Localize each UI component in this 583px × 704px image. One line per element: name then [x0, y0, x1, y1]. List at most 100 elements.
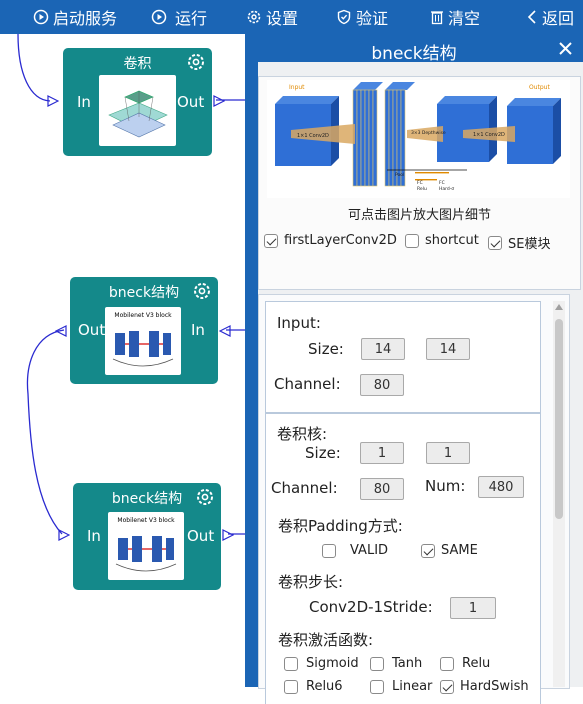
run-button[interactable]: 运行 — [151, 0, 207, 34]
bneck-diagram-image[interactable]: Input Output — [267, 80, 570, 198]
bneck-node[interactable]: bneck结构 Out In Mobilenet V3 block — [70, 277, 218, 384]
back-button[interactable]: 返回 — [526, 0, 574, 34]
chevron-left-icon — [527, 10, 536, 24]
input-section: Input: Size: 14 14 Channel: 80 — [265, 301, 541, 413]
node-title: bneck结构 — [111, 491, 183, 507]
checkbox-label: Relu — [462, 656, 491, 671]
property-panel: bneck结构 Input Output — [245, 34, 583, 704]
settings-button[interactable]: 设置 — [246, 0, 298, 34]
padding-same-checkbox[interactable]: SAME — [421, 543, 478, 558]
gear-icon[interactable] — [195, 487, 215, 507]
size-label: Size: — [308, 340, 344, 358]
se-module-checkbox[interactable]: SE模块 — [488, 233, 550, 252]
start-service-label: 启动服务 — [53, 9, 118, 28]
node-out-port[interactable]: Out — [187, 527, 215, 545]
node-out-port[interactable]: Out — [78, 321, 106, 339]
checkbox-label: SAME — [441, 543, 478, 558]
bneck-thumbnail: Mobilenet V3 block — [105, 307, 181, 375]
start-service-button[interactable]: 启动服务 — [33, 0, 117, 34]
node-in-port[interactable]: In — [87, 527, 101, 545]
diagram-input-label: Input — [289, 84, 305, 91]
checkbox-label: Sigmoid — [306, 656, 359, 671]
padding-title: 卷积Padding方式: — [278, 517, 403, 535]
checkbox-icon[interactable] — [284, 656, 298, 671]
top-toolbar: 启动服务 运行 设置 验证 清空 返回 — [0, 0, 583, 34]
checkbox-checked-icon[interactable] — [264, 233, 278, 248]
panel-title: bneck结构 — [371, 44, 457, 64]
checkbox-icon[interactable] — [370, 656, 384, 671]
scroll-up-icon[interactable] — [555, 304, 563, 310]
play-icon — [151, 9, 167, 25]
checkbox-label: shortcut — [425, 233, 479, 248]
diagram-box: Input Output — [258, 76, 581, 290]
power-icon — [33, 9, 49, 25]
trash-icon — [431, 11, 443, 25]
kernel-size-height-field[interactable]: 1 — [426, 442, 470, 464]
node-in-port[interactable]: In — [191, 321, 205, 339]
bneck-node[interactable]: bneck结构 In Out Mobilenet V3 block — [73, 483, 221, 590]
close-icon[interactable] — [558, 41, 573, 56]
params-form: Input: Size: 14 14 Channel: 80 卷积核: Size… — [258, 294, 570, 704]
checkbox-icon[interactable] — [405, 233, 419, 248]
port-arrow-icon[interactable] — [213, 95, 225, 107]
diagram-step-label: Relu — [417, 186, 427, 192]
scrollbar-thumb[interactable] — [555, 319, 563, 519]
input-channel-field[interactable]: 80 — [360, 374, 404, 396]
diagram-step-label: 3×3 Depthwise — [411, 130, 446, 136]
gear-icon[interactable] — [186, 52, 206, 72]
checkbox-label: VALID — [350, 543, 389, 558]
activation-tanh-checkbox[interactable]: Tanh — [370, 656, 422, 671]
shield-check-icon — [337, 9, 351, 25]
thumb-caption: Mobilenet V3 block — [114, 312, 172, 319]
back-label: 返回 — [542, 9, 575, 28]
channel-label: Channel: — [274, 375, 341, 393]
activation-title: 卷积激活函数: — [278, 631, 374, 649]
checkbox-icon[interactable] — [322, 543, 336, 558]
kernel-size-width-field[interactable]: 1 — [360, 442, 404, 464]
checkbox-checked-icon[interactable] — [488, 235, 502, 250]
kernel-num-field[interactable]: 480 — [478, 476, 524, 498]
checkbox-label: SE模块 — [508, 237, 551, 252]
checkbox-checked-icon[interactable] — [421, 543, 435, 558]
checkbox-label: Tanh — [392, 656, 423, 671]
input-size-height-field[interactable]: 14 — [426, 338, 470, 360]
input-size-width-field[interactable]: 14 — [361, 338, 405, 360]
kernel-section: 卷积核: Size: 1 1 Channel: 80 Num: 480 卷积Pa… — [265, 413, 541, 704]
gear-icon[interactable] — [192, 281, 212, 301]
diagram-step-label: FC — [417, 180, 423, 186]
activation-relu-checkbox[interactable]: Relu — [440, 656, 490, 671]
kernel-channel-field[interactable]: 80 — [360, 478, 404, 500]
diagram-caption: 可点击图片放大图片细节 — [347, 208, 491, 223]
section-title: 卷积核: — [277, 425, 328, 443]
shortcut-checkbox[interactable]: shortcut — [405, 233, 479, 248]
activation-sigmoid-checkbox[interactable]: Sigmoid — [284, 656, 359, 671]
clear-button[interactable]: 清空 — [430, 0, 480, 34]
diagram-step-label: FC — [439, 180, 445, 186]
diagram-step-label: Pool — [395, 172, 404, 178]
port-arrow-icon[interactable] — [219, 325, 231, 337]
port-arrow-icon[interactable] — [47, 95, 59, 107]
node-in-port[interactable]: In — [77, 93, 91, 111]
clear-label: 清空 — [448, 9, 481, 28]
conv-node[interactable]: 卷积 In Out — [63, 48, 212, 156]
settings-label: 设置 — [266, 9, 299, 28]
padding-valid-checkbox[interactable]: VALID — [322, 543, 388, 558]
diagram-output-label: Output — [529, 84, 550, 91]
port-arrow-icon[interactable] — [222, 529, 234, 541]
port-arrow-icon[interactable] — [58, 529, 70, 541]
stride-label: Conv2D-1Stride: — [309, 598, 433, 616]
scrollbar[interactable] — [553, 301, 565, 687]
node-out-port[interactable]: Out — [177, 93, 205, 111]
workflow-canvas[interactable]: 卷积 In Out bneck结构 Out In Mobilenet V3 bl… — [0, 34, 583, 687]
node-title: 卷积 — [123, 56, 152, 72]
stride-field[interactable]: 1 — [450, 597, 496, 619]
first-layer-conv2d-checkbox[interactable]: firstLayerConv2D — [264, 233, 397, 248]
checkbox-icon[interactable] — [440, 656, 454, 671]
diagram-step-label: 1×1 Conv2D — [473, 132, 505, 138]
diagram-step-label: Hard-σ — [439, 186, 454, 192]
run-label: 运行 — [175, 9, 208, 28]
num-label: Num: — [425, 477, 466, 495]
port-arrow-icon[interactable] — [55, 325, 67, 337]
section-title: Input: — [277, 314, 321, 332]
verify-button[interactable]: 验证 — [336, 0, 388, 34]
